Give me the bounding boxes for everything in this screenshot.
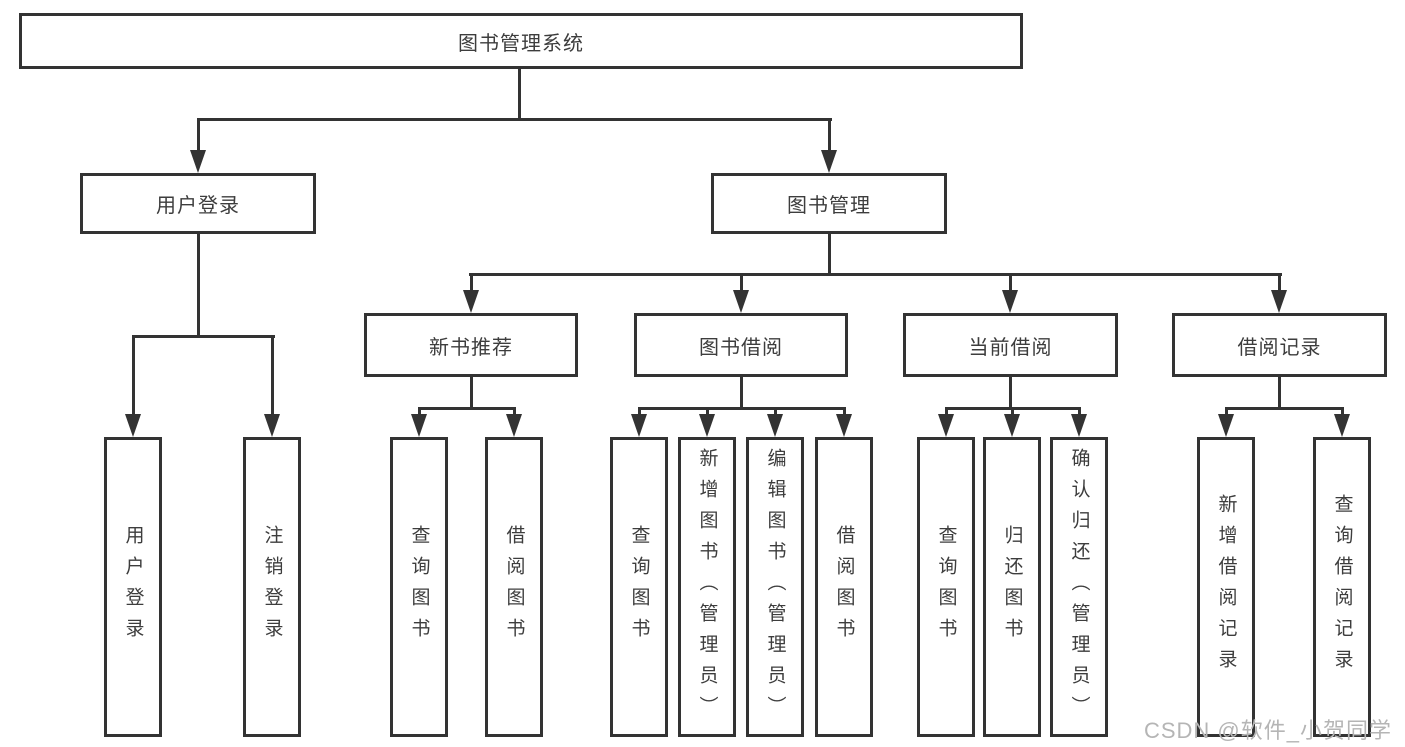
leaf-borrow-books: 借阅图书 xyxy=(815,437,873,737)
connector-borrow-hbar xyxy=(638,407,846,410)
node-user-login-label: 用户登录 xyxy=(156,195,240,217)
connector-mgmt-hbar xyxy=(469,273,1282,276)
arrow-down-icon xyxy=(631,414,647,437)
arrow-down-icon xyxy=(767,414,783,437)
leaf-logout: 注销登录 xyxy=(243,437,301,737)
connector-current-stem-3 xyxy=(1078,407,1081,419)
arrow-down-icon xyxy=(506,414,522,437)
arrow-down-icon xyxy=(733,290,749,313)
connector-recommend-stem xyxy=(470,377,473,410)
node-user-login: 用户登录 xyxy=(80,173,316,234)
node-new-book-recommend-label: 新书推荐 xyxy=(429,336,513,359)
leaf-borrow-query-books-label: 查询图书 xyxy=(628,525,650,649)
leaf-add-books-admin: 新增图书（管理员） xyxy=(678,437,736,737)
node-borrow-records: 借阅记录 xyxy=(1172,313,1387,377)
connector-recommend-stem-2 xyxy=(513,407,516,419)
connector-login-hbar xyxy=(132,335,275,338)
connector-recommend-stem-1 xyxy=(418,407,421,419)
connector-root-stem xyxy=(518,68,521,121)
leaf-borrow-books-label: 借阅图书 xyxy=(833,525,855,649)
arrow-down-icon xyxy=(411,414,427,437)
connector-borrow-stem-2 xyxy=(706,407,709,419)
leaf-logout-label: 注销登录 xyxy=(261,525,283,649)
arrow-down-icon xyxy=(190,150,206,173)
leaf-current-query-books-label: 查询图书 xyxy=(935,525,957,649)
arrow-down-icon xyxy=(1271,290,1287,313)
leaf-confirm-return-admin-label: 确认归还（管理员） xyxy=(1068,447,1090,727)
leaf-return-books-label: 归还图书 xyxy=(1001,525,1023,649)
connector-mgmt-stem-4 xyxy=(1278,273,1281,293)
connector-borrow-stem-1 xyxy=(638,407,641,419)
leaf-current-query-books: 查询图书 xyxy=(917,437,975,737)
arrow-down-icon xyxy=(264,414,280,437)
connector-records-stem-1 xyxy=(1225,407,1228,419)
node-book-management-label: 图书管理 xyxy=(787,195,871,217)
arrow-down-icon xyxy=(1071,414,1087,437)
connector-mgmt-stem-2 xyxy=(740,273,743,293)
node-book-borrow: 图书借阅 xyxy=(634,313,848,377)
connector-current-stem-2 xyxy=(1011,407,1014,419)
watermark: CSDN @软件_小贺同学 xyxy=(1143,718,1392,743)
connector-borrow-stem xyxy=(740,377,743,410)
node-book-borrow-label: 图书借阅 xyxy=(699,336,783,359)
node-book-management: 图书管理 xyxy=(711,173,947,234)
node-current-borrow-label: 当前借阅 xyxy=(968,336,1053,359)
connector-recommend-hbar xyxy=(418,407,516,410)
connector-root-to-mgmt-stem xyxy=(828,118,831,152)
leaf-recommend-borrow-books: 借阅图书 xyxy=(485,437,543,737)
node-current-borrow: 当前借阅 xyxy=(903,313,1118,377)
leaf-user-login: 用户登录 xyxy=(104,437,162,737)
connector-records-stem-2 xyxy=(1341,407,1344,419)
node-new-book-recommend: 新书推荐 xyxy=(364,313,578,377)
arrow-down-icon xyxy=(1004,414,1020,437)
leaf-return-books: 归还图书 xyxy=(983,437,1041,737)
arrow-down-icon xyxy=(699,414,715,437)
node-borrow-records-label: 借阅记录 xyxy=(1237,336,1322,359)
connector-records-hbar xyxy=(1225,407,1344,410)
node-root-system: 图书管理系统 xyxy=(19,13,1023,69)
connector-login-right-stem xyxy=(271,335,274,417)
leaf-query-borrow-record: 查询借阅记录 xyxy=(1313,437,1371,737)
connector-records-stem xyxy=(1278,377,1281,410)
leaf-recommend-query-books: 查询图书 xyxy=(390,437,448,737)
connector-borrow-stem-3 xyxy=(774,407,777,419)
leaf-recommend-query-books-label: 查询图书 xyxy=(408,525,430,649)
connector-login-stem xyxy=(197,233,200,338)
connector-current-stem xyxy=(1009,377,1012,410)
connector-mgmt-stem xyxy=(828,233,831,276)
leaf-add-borrow-record: 新增借阅记录 xyxy=(1197,437,1255,737)
connector-login-left-stem xyxy=(132,335,135,417)
leaf-edit-books-admin-label: 编辑图书（管理员） xyxy=(764,447,786,727)
leaf-add-borrow-record-label: 新增借阅记录 xyxy=(1215,494,1237,680)
arrow-down-icon xyxy=(1334,414,1350,437)
connector-mgmt-stem-3 xyxy=(1009,273,1012,293)
leaf-borrow-query-books: 查询图书 xyxy=(610,437,668,737)
leaf-confirm-return-admin: 确认归还（管理员） xyxy=(1050,437,1108,737)
leaf-add-books-admin-label: 新增图书（管理员） xyxy=(696,447,718,727)
arrow-down-icon xyxy=(1002,290,1018,313)
connector-mgmt-stem-1 xyxy=(470,273,473,293)
leaf-user-login-label: 用户登录 xyxy=(122,525,144,649)
leaf-query-borrow-record-label: 查询借阅记录 xyxy=(1331,494,1353,680)
arrow-down-icon xyxy=(125,414,141,437)
node-root-label: 图书管理系统 xyxy=(458,32,584,55)
leaf-edit-books-admin: 编辑图书（管理员） xyxy=(746,437,804,737)
arrow-down-icon xyxy=(1218,414,1234,437)
arrow-down-icon xyxy=(836,414,852,437)
leaf-recommend-borrow-books-label: 借阅图书 xyxy=(503,525,525,649)
arrow-down-icon xyxy=(821,150,837,173)
arrow-down-icon xyxy=(463,290,479,313)
arrow-down-icon xyxy=(938,414,954,437)
connector-borrow-stem-4 xyxy=(843,407,846,419)
connector-root-to-login-stem xyxy=(197,118,200,152)
connector-root-hbar xyxy=(197,118,832,121)
connector-current-stem-1 xyxy=(945,407,948,419)
